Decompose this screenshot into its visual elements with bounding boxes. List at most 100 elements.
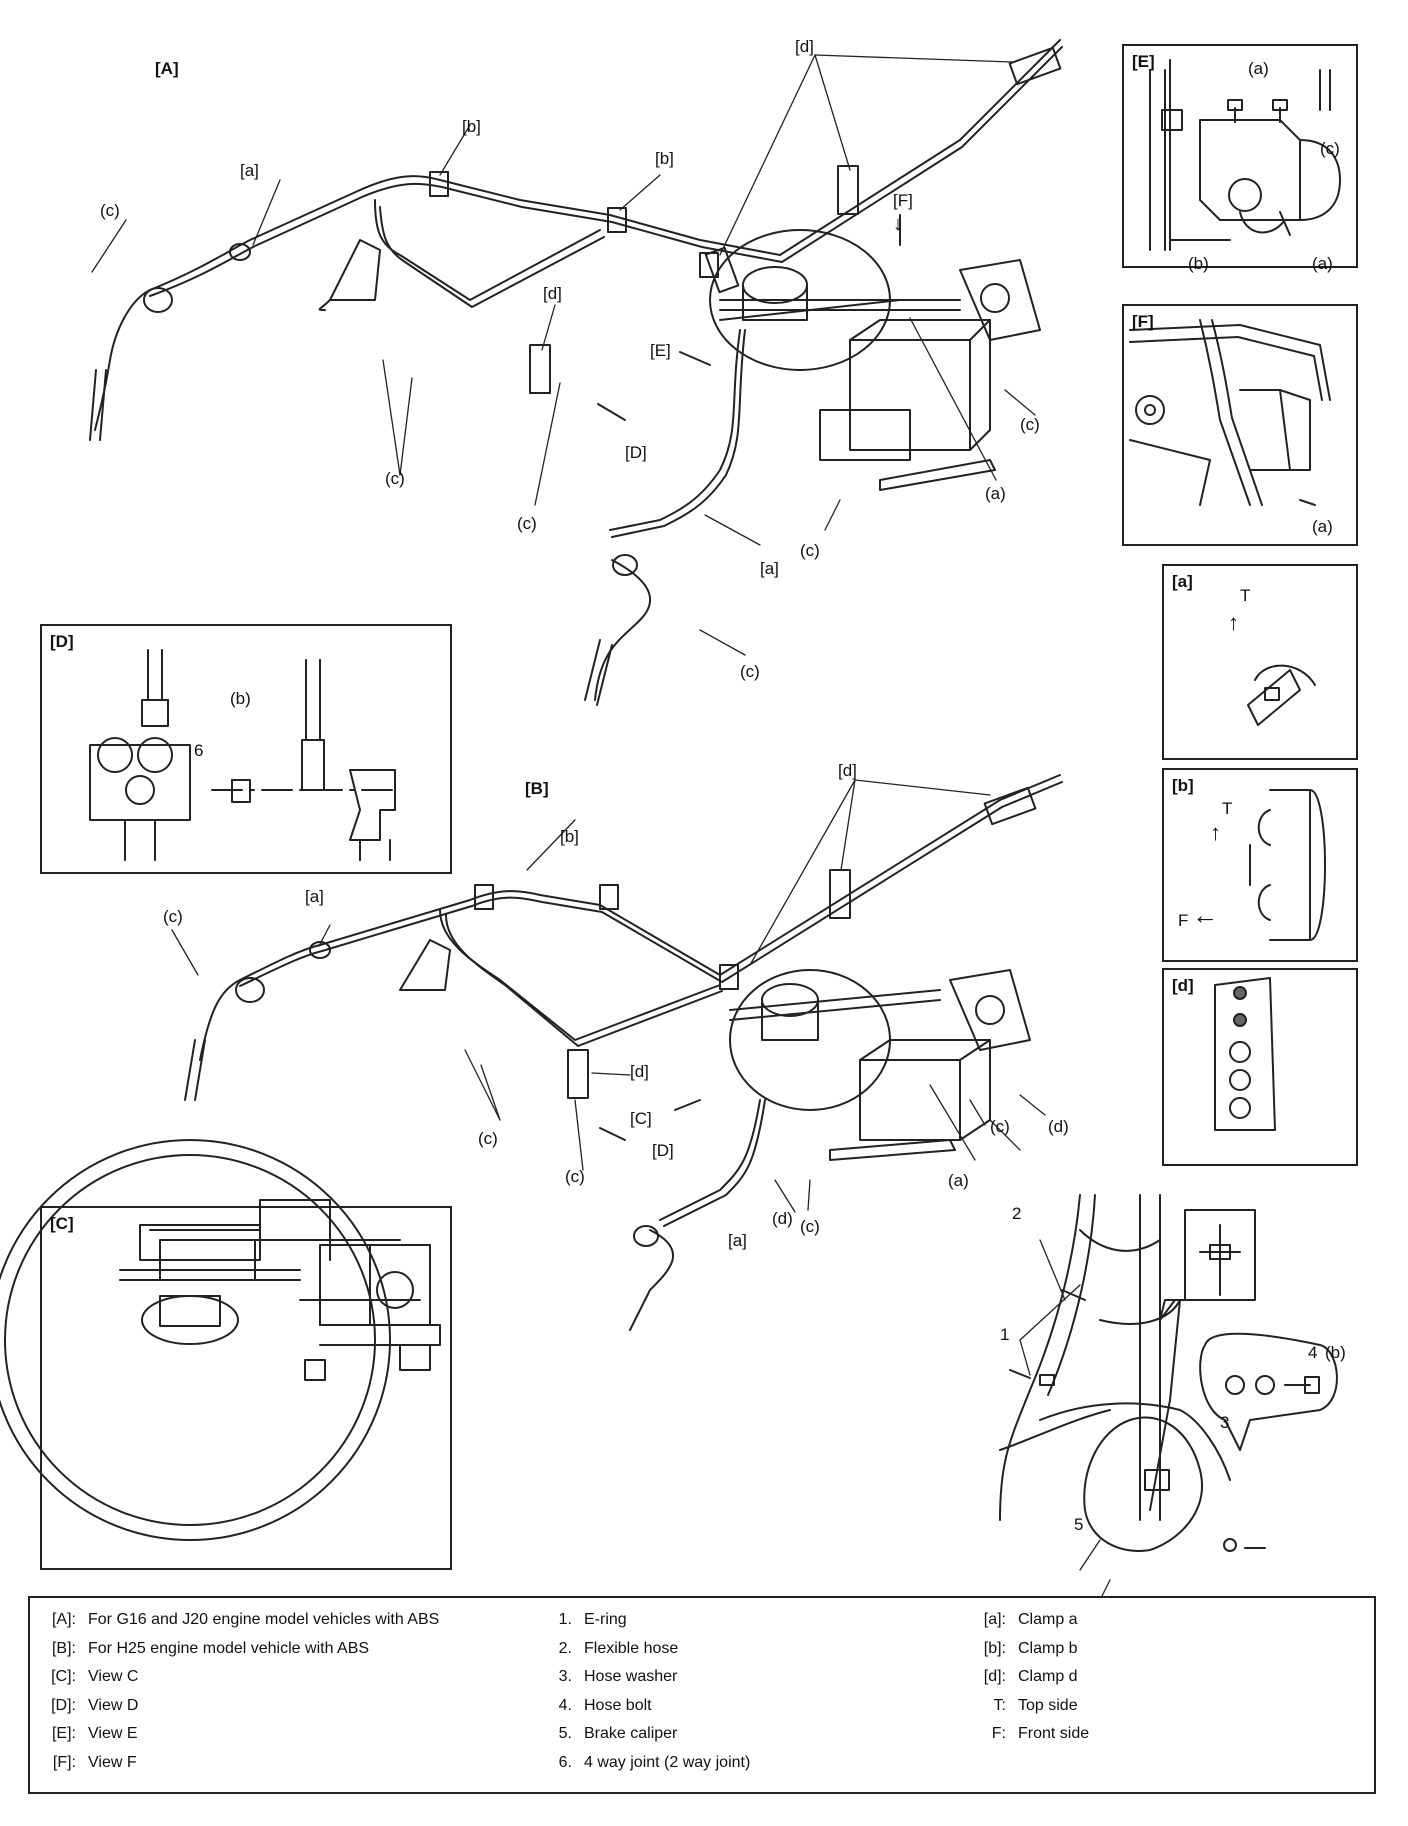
panel-title: [C] — [50, 1214, 74, 1233]
legend-text: For G16 and J20 engine model vehicles wi… — [88, 1611, 440, 1629]
callout-view-f: [F] — [893, 191, 913, 210]
caliper-drawing — [999, 1194, 1338, 1552]
panel-title: [E] — [1132, 52, 1155, 71]
legend-key: [b]: — [983, 1639, 1006, 1657]
legend-key: [F]: — [52, 1753, 76, 1771]
callout-pt-c: (c) — [517, 514, 537, 533]
clamp-d-drawing — [1214, 977, 1276, 1131]
legend-key: [C]: — [51, 1668, 76, 1686]
callout-num-1: 1 — [1000, 1325, 1010, 1344]
callout-num-3: 3 — [1220, 1413, 1230, 1432]
panel-title: [d] — [1172, 976, 1194, 995]
panel-title: [b] — [1172, 776, 1194, 795]
view-d-drawing — [89, 649, 401, 861]
callout-clamp-d: [d] — [543, 284, 562, 303]
callout-pt-c: (c) — [565, 1167, 585, 1186]
callout-num-6: 6 — [194, 741, 204, 760]
panel-view-d: [D] — [40, 624, 452, 874]
callout-pt-b: (b) — [230, 689, 251, 708]
callout-top: T — [1222, 799, 1233, 818]
panel-title: [a] — [1172, 572, 1193, 591]
callout-clamp-d: [d] — [795, 37, 814, 56]
callout-clamp-a: [a] — [305, 887, 324, 906]
callout-clamp-d: [d] — [838, 761, 857, 780]
legend-text: For H25 engine model vehicle with ABS — [88, 1639, 370, 1657]
legend-text: Clamp a — [1018, 1611, 1078, 1629]
legend-row: [C]: View C — [36, 1663, 439, 1692]
callout-clamp-b: [b] — [655, 149, 674, 168]
legend-key: 6. — [558, 1753, 572, 1771]
legend-row: 6.4 way joint (2 way joint) — [550, 1749, 751, 1778]
callout-pt-c: (c) — [478, 1129, 498, 1148]
callout-pt-c: (c) — [1320, 139, 1340, 158]
legend-key: 3. — [558, 1668, 572, 1686]
callout-view-c: [C] — [630, 1109, 652, 1128]
legend-text: Clamp b — [1018, 1639, 1078, 1657]
view-b-drawing — [184, 774, 1063, 1331]
callout-clamp-d: [d] — [630, 1062, 649, 1081]
view-b-title: [B] — [525, 779, 549, 798]
callout-clamp-b: [b] — [560, 827, 579, 846]
legend-key: 5. — [558, 1725, 572, 1743]
view-f-drawing — [1129, 319, 1331, 506]
legend-row: [b]: Clamp b — [966, 1635, 1089, 1664]
panel-title: [F] — [1132, 312, 1154, 331]
callout-pt-b: (b) — [1325, 1343, 1346, 1362]
legend-row: 3. Hose washer — [550, 1663, 750, 1692]
legend-key: 2. — [558, 1639, 572, 1657]
panel-view-f: [F] — [1122, 304, 1358, 546]
callout-pt-a: (a) — [1248, 59, 1269, 78]
legend-key: [a]: — [983, 1611, 1006, 1629]
callout-pt-c: (c) — [100, 201, 120, 220]
callout-pt-a: (a) — [948, 1171, 969, 1190]
callout-view-d: [D] — [625, 443, 647, 462]
callout-num-5: 5 — [1074, 1515, 1084, 1534]
legend-text: Flexible hose — [584, 1639, 679, 1657]
legend-parts: 1.E-ring 2. Flexible hose 3. Hose washer 4… — [550, 1606, 751, 1778]
callout-front: F — [1178, 911, 1189, 930]
legend-views: [A]: For G16 and J20 engine model vehicle… — [36, 1606, 439, 1777]
callout-view-e: [E] — [650, 341, 671, 360]
panel-clamp-d: [d] — [1162, 968, 1358, 1166]
legend-key: [A]: — [51, 1611, 76, 1629]
legend-row: [F]:View F — [36, 1749, 439, 1778]
legend-key: [B]: — [51, 1639, 76, 1657]
legend-row: 1.E-ring — [550, 1606, 750, 1635]
callout-pt-d: (d) — [772, 1209, 793, 1228]
callout-pt-c: (c) — [990, 1117, 1010, 1136]
callout-pt-a: (a) — [985, 484, 1006, 503]
callout-pt-c: (c) — [740, 662, 760, 681]
legend-text: Hose washer — [584, 1668, 678, 1686]
callout-view-d: [D] — [652, 1141, 674, 1160]
panel-title: [D] — [50, 632, 74, 651]
legend-box: [A]: For G16 and J20 engine model vehicle… — [28, 1596, 1376, 1794]
legend-text: Top side — [1018, 1696, 1078, 1714]
callout-pt-c: (c) — [1020, 415, 1040, 434]
legend-row: 2. Flexible hose — [550, 1635, 750, 1664]
arrow-icon: ↑ — [1228, 610, 1239, 635]
arrow-icon: ↓ — [893, 213, 903, 235]
legend-text: Front side — [1018, 1725, 1090, 1743]
callout-clamp-a: [a] — [728, 1231, 747, 1250]
legend-row: [A]: For G16 and J20 engine model vehicle… — [36, 1606, 439, 1635]
legend-row: T:Top side — [966, 1692, 1089, 1721]
callout-pt-c: (c) — [385, 469, 405, 488]
callout-pt-b: (b) — [1188, 254, 1209, 273]
legend-text: View C — [88, 1668, 139, 1686]
legend-row: [E]:View E — [36, 1720, 439, 1749]
callout-clamp-a: [a] — [240, 161, 259, 180]
legend-text: View D — [88, 1696, 139, 1714]
panel-clamp-b: [b] — [1162, 768, 1358, 962]
callout-pt-d: (d) — [1048, 1117, 1069, 1136]
view-e-drawing — [1149, 59, 1341, 251]
panel-view-e: [E] — [1122, 44, 1358, 268]
legend-text: E-ring — [584, 1611, 627, 1629]
legend-key: 4. — [558, 1696, 572, 1714]
legend-row: 5.Brake caliper — [550, 1720, 750, 1749]
panel-clamp-a: [a] — [1162, 564, 1358, 760]
legend-key: [E]: — [51, 1725, 76, 1743]
callout-pt-a: (a) — [1312, 254, 1333, 273]
legend-row: [D]:View D — [36, 1692, 439, 1721]
callout-num-2: 2 — [1012, 1204, 1022, 1223]
